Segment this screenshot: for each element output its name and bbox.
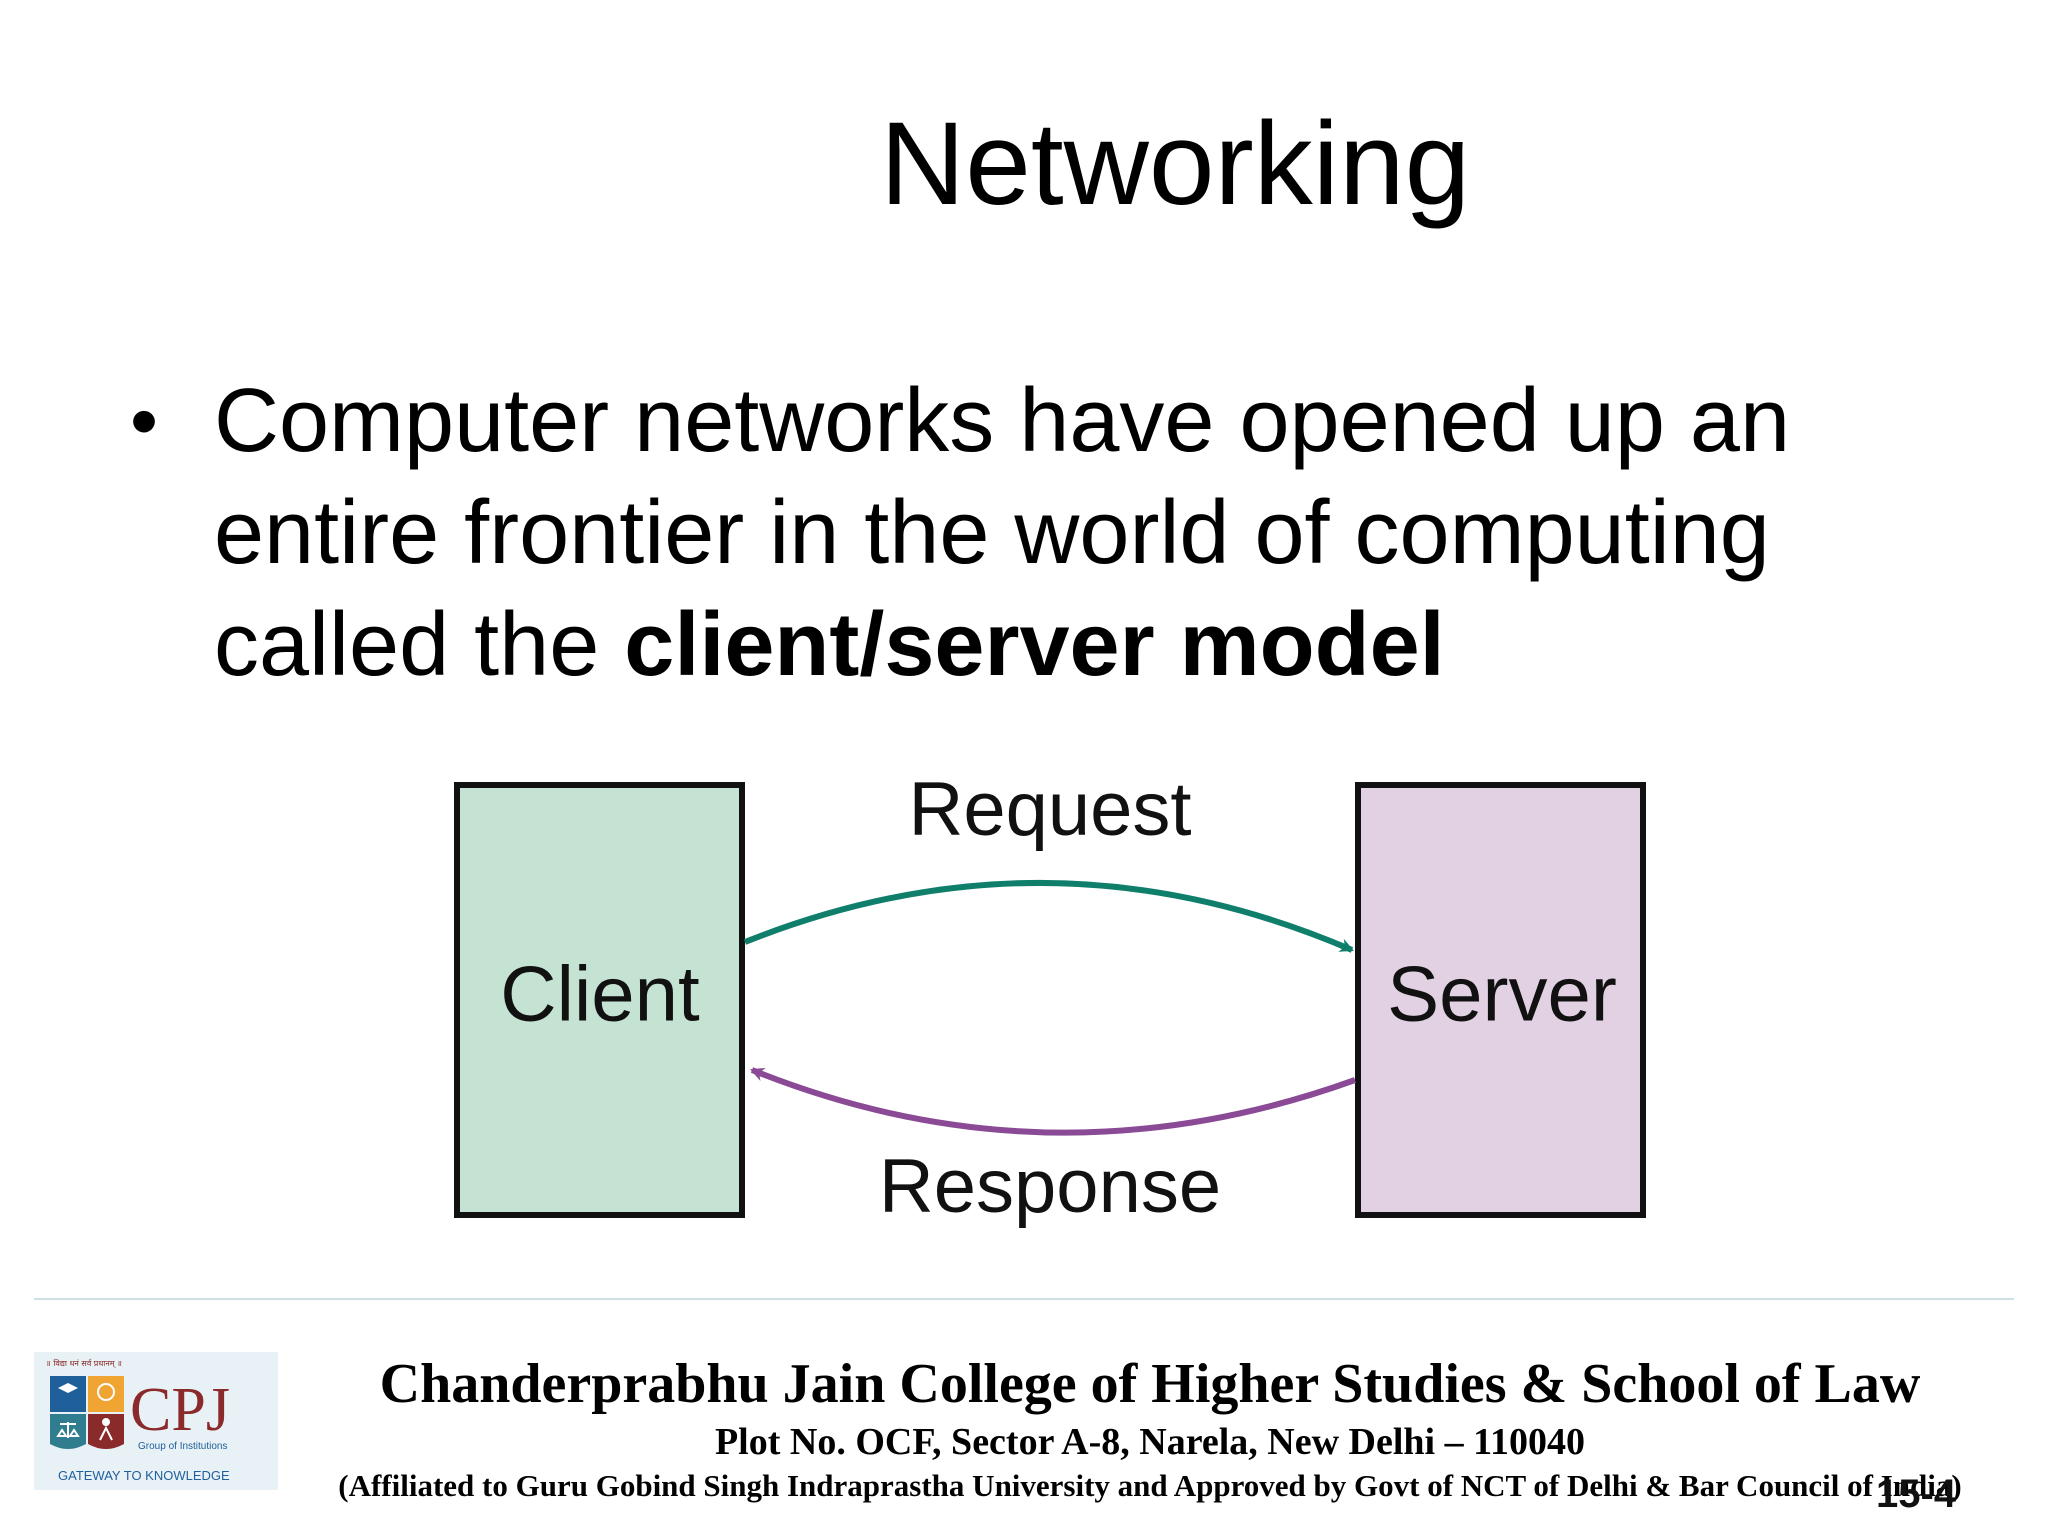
scales-icon	[56, 1422, 80, 1438]
footer-college-name: Chanderprabhu Jain College of Higher Stu…	[379, 1353, 1921, 1415]
logo-shield-quadrant-maroon	[88, 1414, 124, 1449]
cpj-logo: ॥ विद्या धनं सर्व प्रधानम् ॥ CPJ Group o…	[34, 1352, 278, 1490]
bullet-text-bold: client/server model	[624, 595, 1445, 695]
footer-affiliation: (Affiliated to Guru Gobind Singh Indrapr…	[338, 1468, 1962, 1503]
bullet-text: Computer networks have opened up an enti…	[214, 365, 1914, 701]
diagram-canvas: Client Server Request Response	[454, 767, 1646, 1229]
request-label: Request	[908, 767, 1191, 852]
emblem-icon	[97, 1383, 115, 1401]
server-label: Server	[1387, 950, 1617, 1038]
bullet-text-regular: Computer networks have opened up an enti…	[214, 371, 1791, 695]
footer-divider	[34, 1298, 2014, 1300]
client-label: Client	[500, 950, 700, 1038]
person-icon	[102, 1418, 110, 1426]
client-box	[454, 782, 745, 1218]
slide-title: Networking	[880, 98, 1471, 230]
client-server-diagram: Client Server Request Response	[440, 760, 1660, 1260]
graduation-cap-icon	[58, 1383, 78, 1393]
page-number: 15-4	[1876, 1472, 1957, 1516]
logo-initials: CPJ	[130, 1376, 230, 1444]
server-box	[1355, 782, 1646, 1218]
logo-shield-quadrant-orange	[88, 1376, 124, 1412]
footer-address: Plot No. OCF, Sector A-8, Narela, New De…	[714, 1421, 1586, 1463]
response-label: Response	[879, 1144, 1221, 1229]
cpj-logo-graphic: ॥ विद्या धनं सर्व प्रधानम् ॥ CPJ Group o…	[34, 1352, 278, 1490]
logo-shield-quadrant-blue	[50, 1376, 86, 1412]
bullet-marker: •	[130, 376, 159, 465]
logo-tagline: GATEWAY TO KNOWLEDGE	[58, 1468, 230, 1483]
response-arrow	[750, 1067, 1357, 1136]
logo-motto: ॥ विद्या धनं सर्व प्रधानम् ॥	[46, 1358, 122, 1369]
logo-group-text: Group of Institutions	[138, 1441, 228, 1452]
request-arrow	[743, 880, 1354, 953]
